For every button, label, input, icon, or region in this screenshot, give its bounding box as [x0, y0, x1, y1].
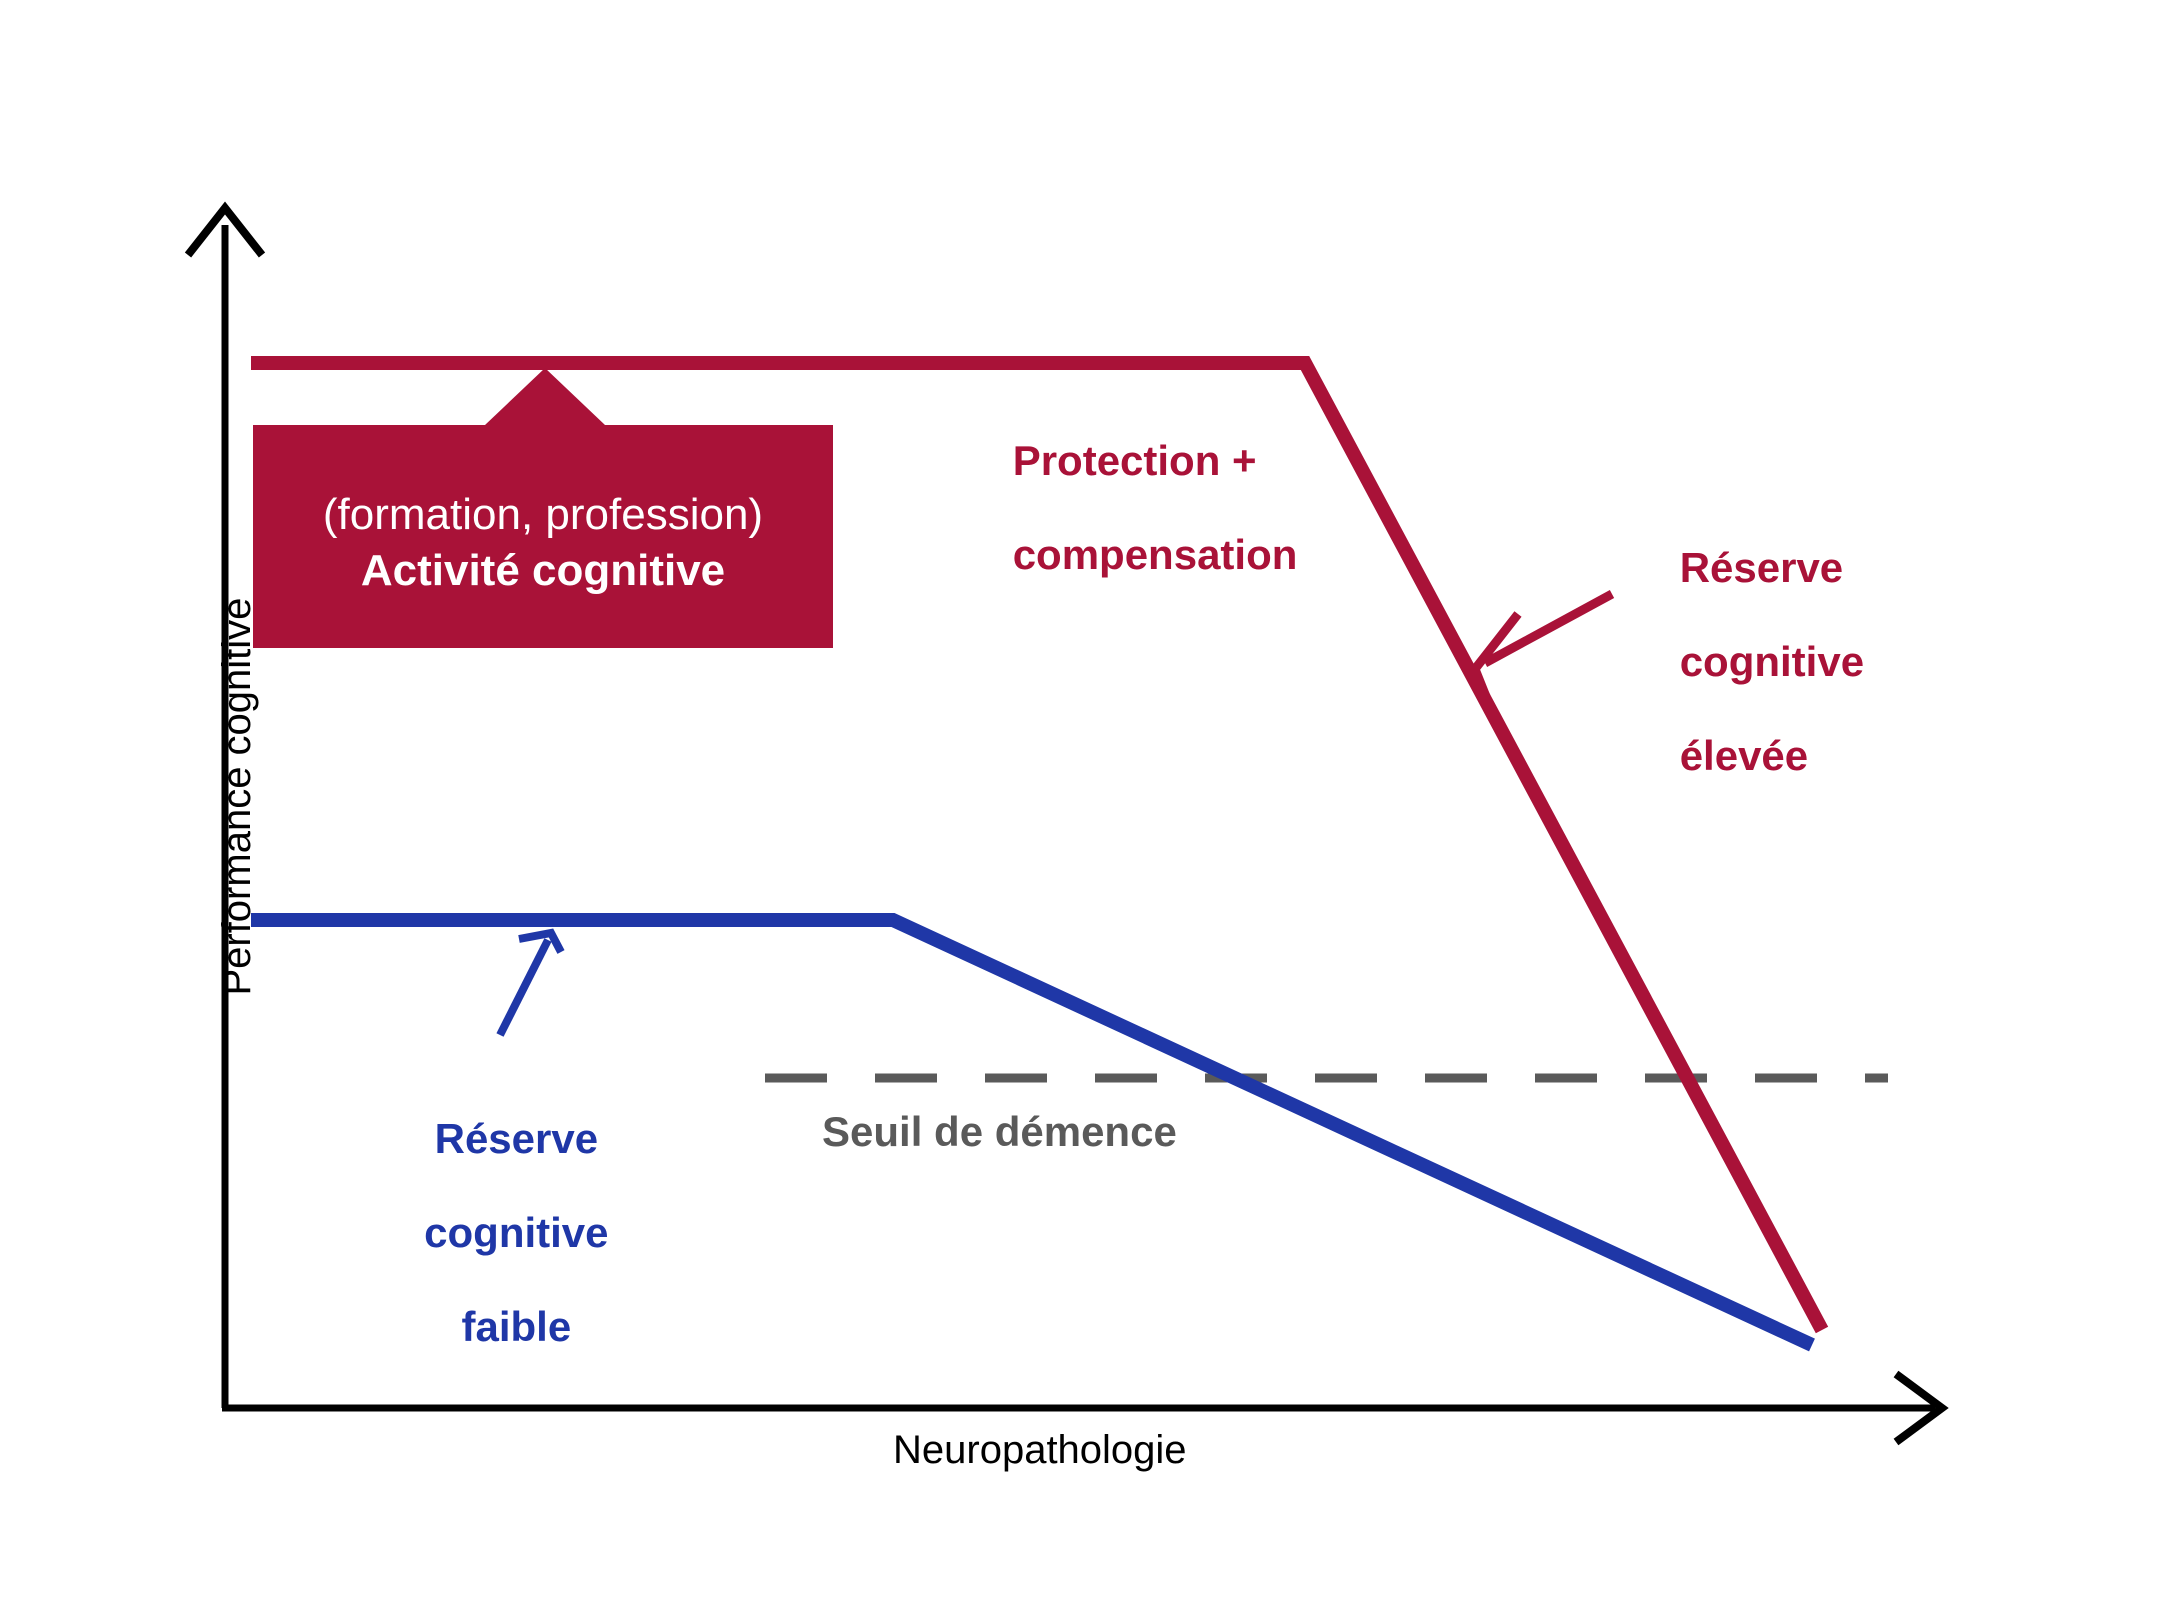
- protection-compensation-label: Protection + compensation: [966, 390, 1298, 625]
- protection-label-line-1: Protection +: [1012, 437, 1257, 485]
- dementia-threshold-label: Seuil de démence: [822, 1108, 1177, 1155]
- low-reserve-arrow: [496, 928, 565, 1037]
- y-axis-title: Performance cognitive: [214, 597, 259, 996]
- low-reserve-label-line-2: cognitive: [424, 1209, 609, 1257]
- cognitive-activity-callout-text: (formation, profession) Activité cogniti…: [253, 490, 833, 596]
- low-reserve-label-line-3: faible: [461, 1303, 572, 1351]
- callout-line-activite-cognitive: Activité cognitive: [360, 546, 726, 595]
- low-reserve-curve: [251, 913, 1815, 1352]
- y-axis-title-wrapper: Performance cognitive: [170, 598, 304, 1040]
- protection-label-line-2: compensation: [1012, 531, 1298, 579]
- x-axis-title: Neuropathologie: [893, 1428, 1187, 1472]
- axes-group: [184, 201, 1949, 1446]
- high-reserve-curve: [251, 356, 1829, 1334]
- high-reserve-label-line-2: cognitive: [1679, 638, 1865, 686]
- high-reserve-arrow: [1469, 590, 1615, 701]
- callout-line-formation-profession: (formation, profession): [322, 490, 764, 539]
- cognitive-activity-callout-box: [253, 368, 833, 648]
- low-reserve-label: Réserve cognitive faible: [348, 1068, 638, 1397]
- y-axis-arrowhead: [184, 201, 266, 258]
- high-reserve-label: Réserve cognitive élevée: [1633, 497, 1864, 826]
- high-reserve-label-line-3: élevée: [1679, 732, 1809, 780]
- high-reserve-label-line-1: Réserve: [1679, 544, 1844, 592]
- x-axis-arrowhead: [1893, 1370, 1949, 1446]
- low-reserve-label-line-1: Réserve: [434, 1115, 599, 1163]
